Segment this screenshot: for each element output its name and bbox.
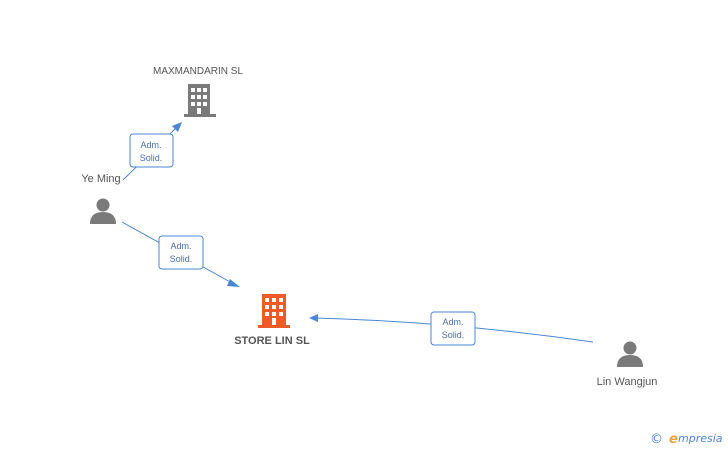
node-ye-ming[interactable]: Ye Ming [81, 173, 121, 224]
relation-label-2[interactable]: Adm. Solid. [158, 235, 204, 270]
brand-name: mpresia [678, 432, 723, 445]
node-label: Lin Wangjun [597, 376, 658, 388]
relation-type: Solid. [442, 330, 465, 340]
person-icon [617, 341, 643, 367]
node-label: Ye Ming [81, 173, 120, 185]
relation-label-3[interactable]: Adm. Solid. [430, 311, 476, 346]
relation-type: Solid. [170, 254, 193, 264]
node-lin-wangjun[interactable]: Lin Wangjun [597, 341, 658, 389]
building-icon [184, 84, 216, 117]
brand-logo: © e mpresia [650, 432, 723, 447]
relation-role: Adm. [442, 317, 463, 327]
building-icon [258, 294, 290, 328]
copyright-symbol: © [650, 432, 663, 447]
relation-role: Adm. [170, 241, 191, 251]
node-label: STORE LIN SL [234, 335, 310, 347]
brand-initial: e [669, 432, 678, 447]
node-maxmandarin[interactable]: MAXMANDARIN SL [153, 66, 243, 117]
relation-label-1[interactable]: Adm. Solid. [129, 133, 174, 168]
relation-type: Solid. [140, 153, 163, 163]
edge-arrow-head [309, 314, 318, 322]
node-label: MAXMANDARIN SL [153, 66, 243, 77]
node-store-lin[interactable]: STORE LIN SL [234, 294, 310, 347]
person-icon [90, 198, 116, 224]
relation-role: Adm. [140, 140, 161, 150]
